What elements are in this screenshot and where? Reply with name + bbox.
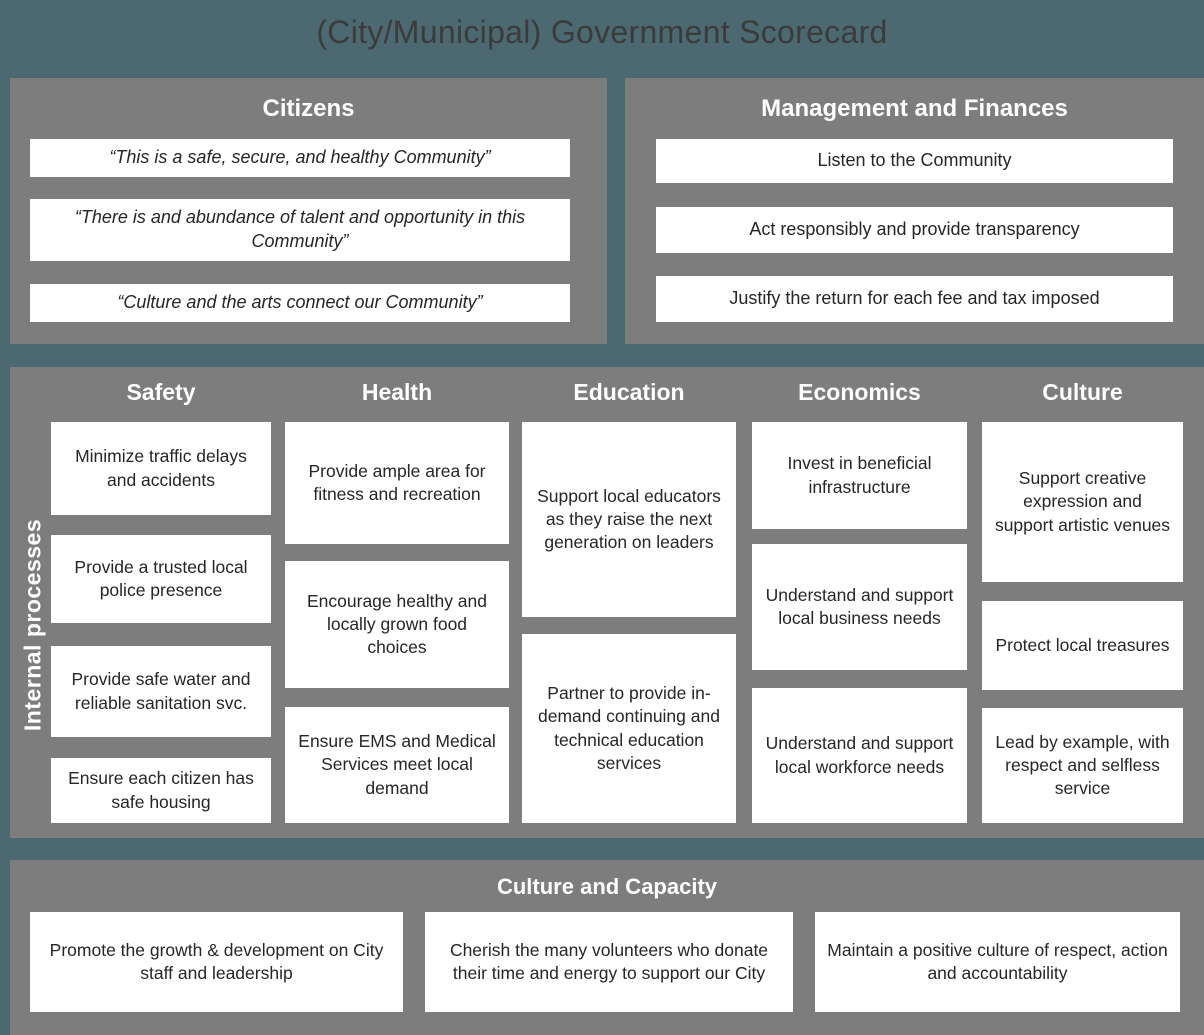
culture-column-title: Culture [1042, 379, 1123, 405]
economics-card: Invest in beneficial infrastructure [752, 422, 967, 529]
citizens-quote-card: “There is and abundance of talent and op… [30, 199, 570, 261]
safety-card: Provide safe water and reliable sanitati… [51, 646, 271, 737]
management-finances-panel-title: Management and Finances [761, 95, 1068, 122]
economics-card: Understand and support local workforce n… [752, 688, 967, 823]
culture-card: Lead by example, with respect and selfle… [982, 708, 1183, 823]
management-card: Listen to the Community [656, 139, 1173, 183]
citizens-quote-card: “Culture and the arts connect our Commun… [30, 284, 570, 322]
economics-card: Understand and support local business ne… [752, 544, 967, 670]
safety-card: Minimize traffic delays and accidents [51, 422, 271, 515]
health-column-title: Health [361, 379, 433, 405]
citizens-quote-card: “This is a safe, secure, and healthy Com… [30, 139, 570, 177]
management-finances-panel: Management and Finances Listen to the Co… [625, 78, 1204, 344]
education-card: Support local educators as they raise th… [522, 422, 736, 617]
safety-card: Provide a trusted local police presence [51, 535, 271, 623]
culture-capacity-card: Maintain a positive culture of respect, … [815, 912, 1180, 1012]
citizens-panel: Citizens “This is a safe, secure, and he… [10, 78, 607, 344]
safety-card: Ensure each citizen has safe housing [51, 758, 271, 823]
safety-column: Safety Minimize traffic delays and accid… [51, 367, 271, 838]
health-card: Provide ample area for fitness and recre… [285, 422, 509, 544]
culture-capacity-panel-title: Culture and Capacity [496, 874, 718, 899]
management-card: Justify the return for each fee and tax … [656, 276, 1173, 322]
health-card: Encourage healthy and locally grown food… [285, 561, 509, 688]
page-title: (City/Municipal) Government Scorecard [316, 14, 888, 50]
health-column: Health Provide ample area for fitness an… [285, 367, 509, 838]
education-column: Education Support local educators as the… [522, 367, 736, 838]
culture-column: Culture Support creative expression and … [982, 367, 1183, 838]
education-card: Partner to provide in-demand continuing … [522, 634, 736, 823]
citizens-panel-title: Citizens [262, 95, 355, 122]
internal-processes-side-label: Internal processes [19, 518, 46, 732]
education-column-title: Education [573, 379, 685, 405]
management-card: Act responsibly and provide transparency [656, 207, 1173, 253]
culture-capacity-panel: Culture and Capacity Promote the growth … [10, 860, 1204, 1035]
economics-column-title: Economics [798, 379, 921, 405]
health-card: Ensure EMS and Medical Services meet loc… [285, 707, 509, 823]
culture-card: Support creative expression and support … [982, 422, 1183, 582]
economics-column: Economics Invest in beneficial infrastru… [752, 367, 967, 838]
culture-card: Protect local treasures [982, 601, 1183, 690]
culture-capacity-card: Cherish the many volunteers who donate t… [425, 912, 793, 1012]
internal-processes-panel: Internal processes Safety Minimize traff… [10, 367, 1204, 838]
culture-capacity-card: Promote the growth & development on City… [30, 912, 403, 1012]
safety-column-title: Safety [126, 379, 196, 405]
